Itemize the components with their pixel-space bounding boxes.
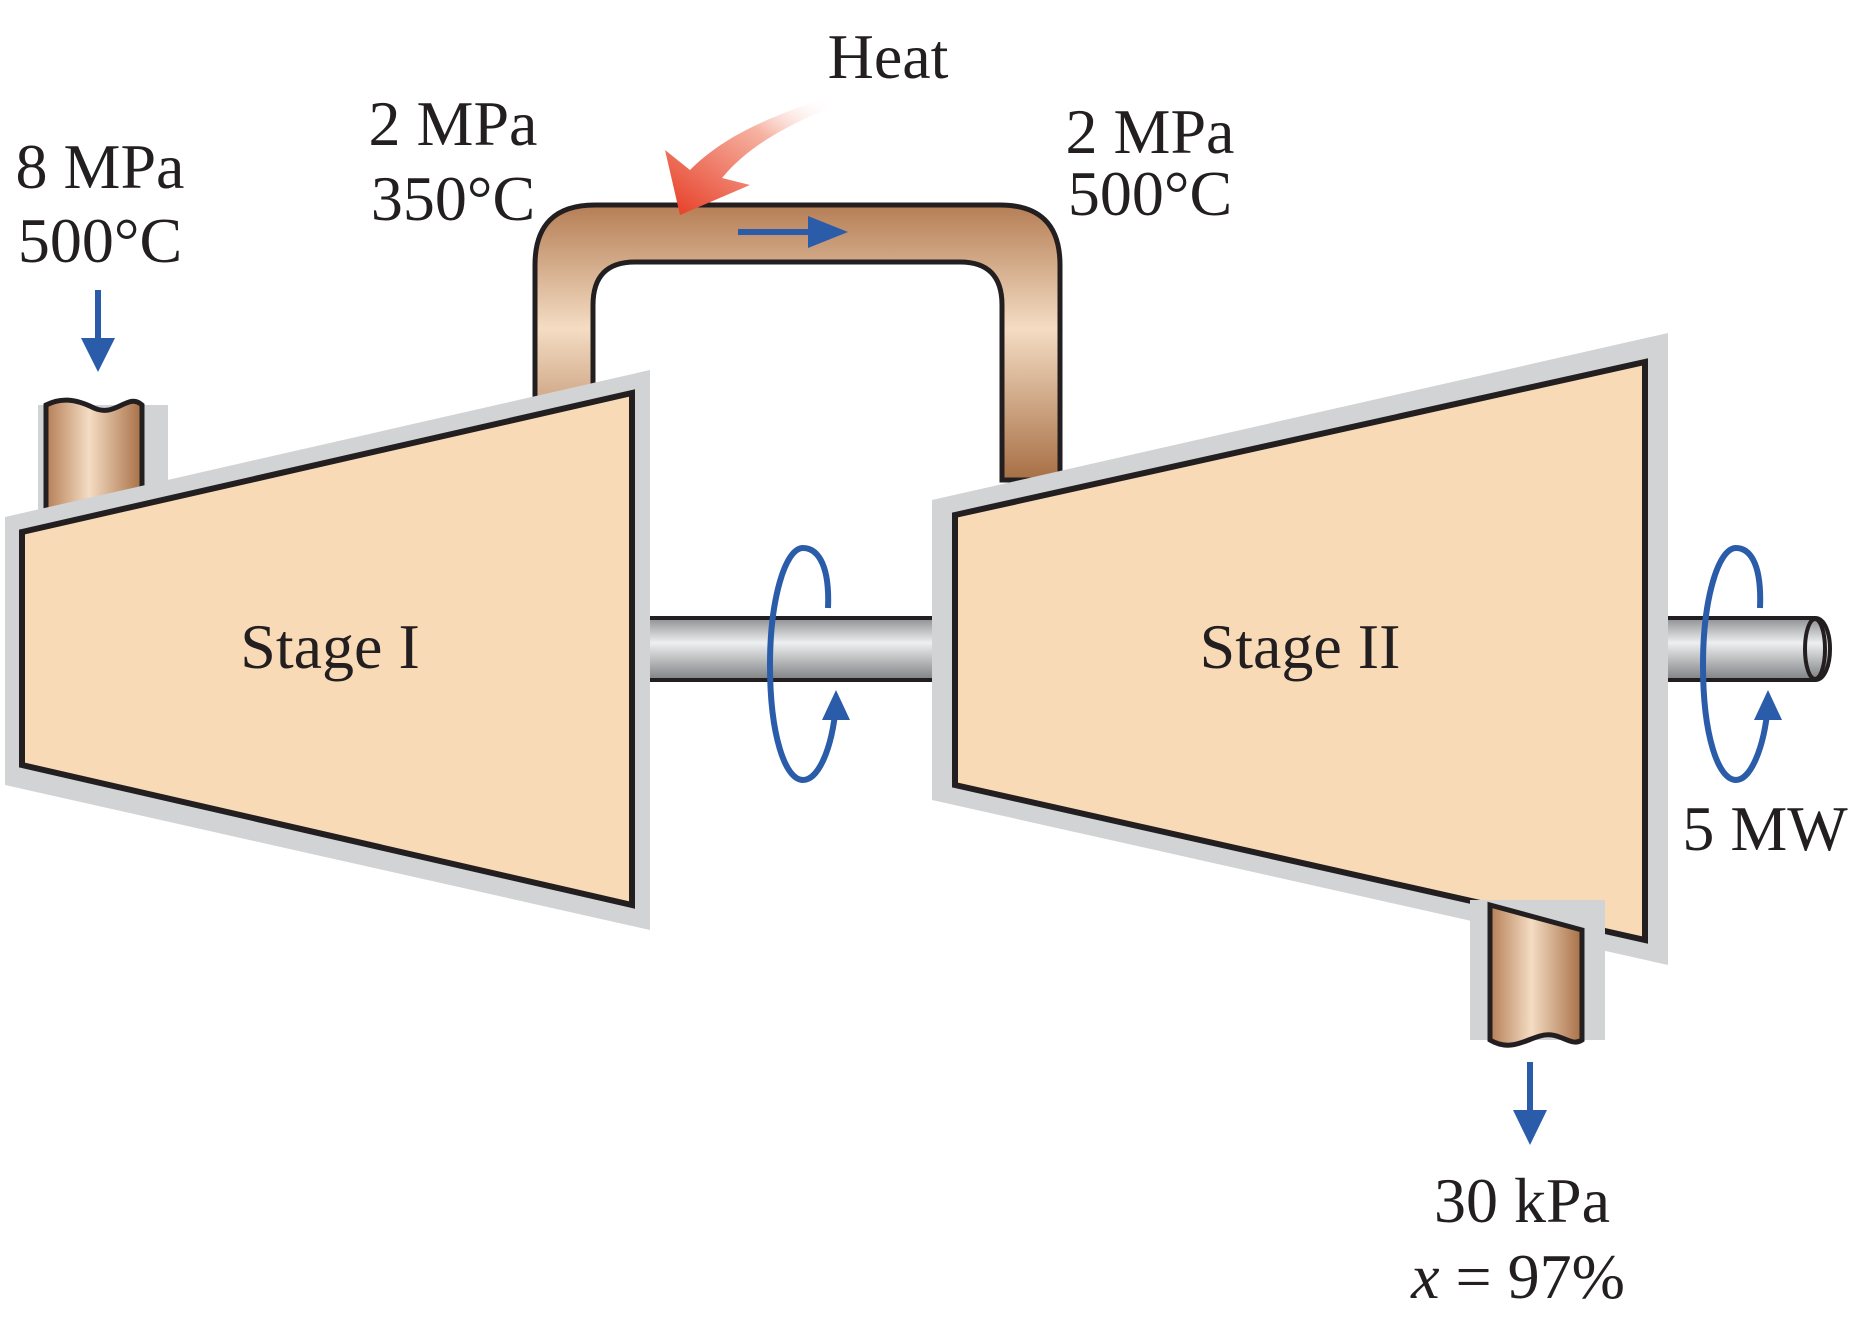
rotation-arrow-middle — [766, 544, 850, 784]
inlet-pressure-label: 8 MPa — [16, 131, 185, 202]
outlet-quality-value: = 97% — [1440, 1241, 1625, 1312]
stage-2-label: Stage II — [1200, 611, 1401, 682]
reheat-inlet-pressure-label: 2 MPa — [369, 88, 538, 159]
reheat-outlet-temperature-label: 500°C — [1068, 158, 1232, 229]
outlet-pressure-label: 30 kPa — [1434, 1165, 1610, 1236]
power-output-label: 5 MW — [1682, 793, 1848, 864]
inlet-flow-arrow — [81, 290, 115, 372]
exhaust-flow-arrow — [1513, 1062, 1547, 1145]
reheat-outlet-pressure-label: 2 MPa — [1066, 96, 1235, 167]
exhaust-pipe — [1470, 900, 1605, 1048]
stage-1-label: Stage I — [240, 611, 420, 682]
stage-1-turbine — [5, 370, 650, 930]
outlet-quality-variable: x — [1410, 1241, 1439, 1312]
shaft-middle — [618, 616, 972, 682]
reheat-pipe — [532, 202, 1063, 483]
outlet-quality-label: x = 97% — [1410, 1241, 1625, 1312]
stage-2-turbine — [932, 333, 1668, 965]
reheat-flow-arrow — [738, 216, 848, 248]
inlet-temperature-label: 500°C — [18, 205, 182, 276]
rotation-arrow-output — [1699, 544, 1782, 784]
heat-arrow — [665, 100, 830, 215]
heat-label: Heat — [828, 21, 949, 92]
shaft-output — [1628, 616, 1832, 682]
reheat-inlet-temperature-label: 350°C — [371, 163, 535, 234]
